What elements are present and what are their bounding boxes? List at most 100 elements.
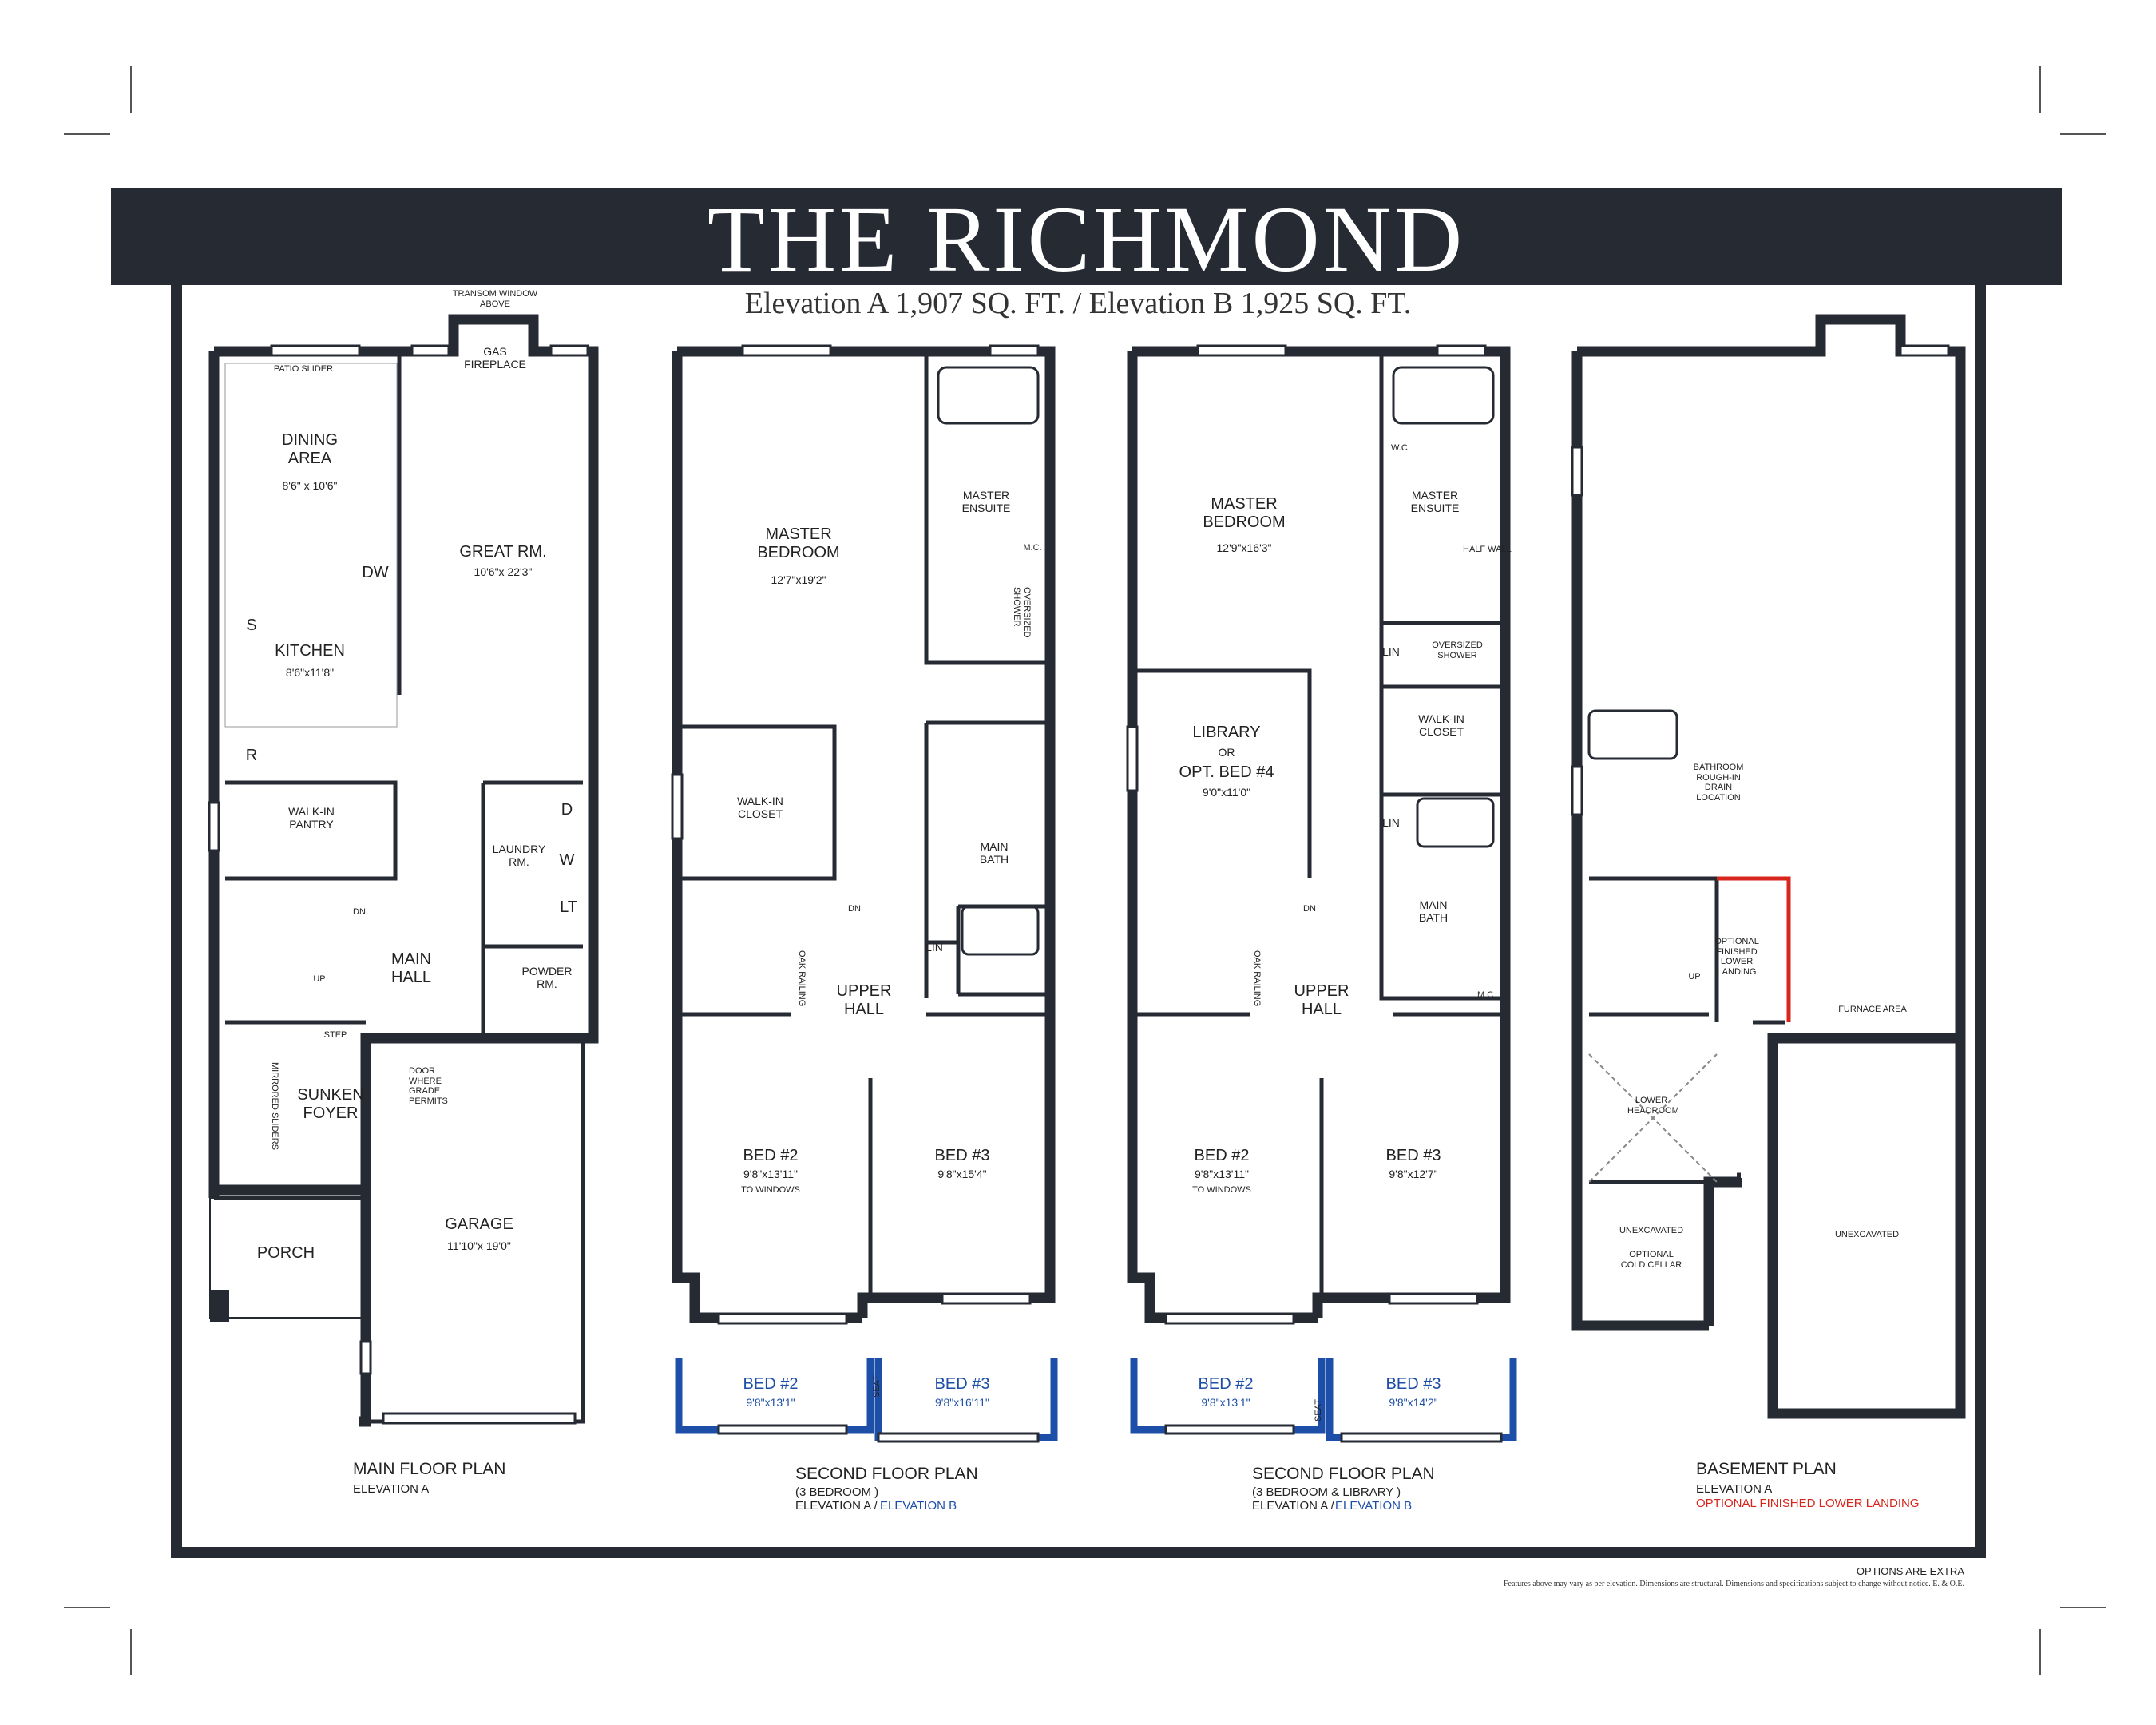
sf2-plan-subtitle: (3 BEDROOM & LIBRARY ) [1252, 1485, 1401, 1499]
sf2-library-label: LIBRARY [1192, 724, 1261, 741]
sf1-elevb-bed3-label: BED #3 [934, 1375, 990, 1393]
square-footage-subtitle: Elevation A 1,907 SQ. FT. / Elevation B … [744, 287, 1412, 320]
sf1-stair-down-label: DN [848, 904, 861, 914]
windows [208, 344, 1950, 1443]
basement-plan-title: BASEMENT PLAN [1696, 1460, 1837, 1478]
sf2-elevb-bed3-label: BED #3 [1385, 1375, 1441, 1393]
sf2-elevb-bed3-dimensions: 9'8"x14'2" [1389, 1396, 1438, 1409]
main-stair-up-label: UP [313, 974, 326, 984]
great-room-label: GREAT RM. [459, 543, 547, 561]
kitchen-dimensions: 8'6"x11'8" [285, 666, 335, 679]
sf2-opt-bed4-label: OPT. BED #4 [1179, 763, 1274, 781]
bathtubs [937, 366, 1678, 956]
sf2-library-or-label: OR [1218, 746, 1235, 759]
kitchen-label: KITCHEN [275, 642, 345, 660]
sf1-plan-elevation-a: ELEVATION A / [795, 1499, 878, 1513]
crop-mark [64, 133, 110, 135]
sf1-walk-in-closet-label: WALK-IN CLOSET [737, 795, 783, 821]
optional-landing-label: OPTIONAL FINISHED LOWER LANDING [1714, 937, 1759, 977]
basement-plan-subtitle: ELEVATION A [1696, 1482, 1773, 1496]
sf2-bed2-note: TO WINDOWS [1192, 1185, 1251, 1195]
sf1-plan-elevation-b: ELEVATION B [880, 1499, 957, 1513]
sf1-elevb-bed2-dimensions: 9'8"x13'1" [746, 1396, 795, 1409]
sf2-bed2-dimensions: 9'8"x13'11" [1195, 1168, 1249, 1180]
garage-label: GARAGE [445, 1215, 513, 1233]
crop-mark [2060, 1607, 2106, 1608]
second-floor-b-inner-walls [1132, 351, 1505, 1298]
sf1-master-bedroom-dimensions: 12'7"x19'2" [771, 573, 826, 586]
sheet-frame [171, 285, 1986, 1558]
sf1-mc-label: M.C. [1023, 543, 1042, 553]
sf2-oak-railing-label: OAK RAILING [1252, 950, 1262, 1007]
sf1-plan-title: SECOND FLOOR PLAN [795, 1465, 978, 1483]
sf1-bed3-dimensions: 9'8"x15'4" [937, 1168, 987, 1180]
patio-slider-label: PATIO SLIDER [273, 364, 334, 374]
porch-outline [209, 1197, 371, 1319]
main-floor-plan-title: MAIN FLOOR PLAN [353, 1460, 506, 1478]
porch-label: PORCH [256, 1244, 315, 1262]
sf2-main-bath-label: MAIN BATH [1418, 898, 1449, 925]
basement-walls [1571, 314, 1966, 1419]
sf1-ensuite-label: MASTER ENSUITE [961, 489, 1011, 515]
crop-mark [130, 66, 132, 113]
sf2-half-wall-label: HALF WALL [1463, 545, 1512, 554]
dining-area-label: DINING AREA [282, 431, 338, 467]
door-grade-note: DOOR WHERE GRADE PERMITS [409, 1066, 448, 1106]
sf1-elevb-bed2-label: BED #2 [743, 1375, 799, 1393]
dining-kitchen-tiles [224, 363, 398, 728]
transom-label: TRANSOM WINDOW ABOVE [452, 289, 538, 309]
basement-plan-option: OPTIONAL FINISHED LOWER LANDING [1696, 1497, 1920, 1510]
options-note: OPTIONS ARE EXTRA [1856, 1565, 1964, 1577]
optional-landing-outline [1717, 876, 1791, 1022]
fireplace-label: GAS FIREPLACE [464, 345, 526, 371]
disclaimer-note: Features above may vary as per elevation… [1503, 1580, 1964, 1588]
sf2-mc-label: M.C. [1477, 990, 1496, 1000]
sf2-ensuite-label: MASTER ENSUITE [1410, 489, 1460, 515]
stove-label: S [246, 617, 257, 634]
mirrored-sliders-label: MIRRORED SLIDERS [270, 1062, 279, 1151]
basement-inner-walls [1589, 876, 1785, 1184]
fridge-label: R [245, 747, 258, 764]
garage-dimensions: 11'10"x 19'0" [447, 1239, 511, 1252]
sf1-bed2-label: BED #2 [743, 1147, 799, 1164]
sf1-master-bedroom-label: MASTER BEDROOM [757, 525, 840, 561]
title-banner: THE RICHMOND [111, 188, 2062, 287]
bathroom-rough-in-label: BATHROOM ROUGH-IN DRAIN LOCATION [1693, 763, 1744, 803]
sf1-upper-hall-label: UPPER HALL [836, 982, 892, 1018]
sf2-plan-title: SECOND FLOOR PLAN [1252, 1465, 1435, 1483]
great-room-dimensions: 10'6"x 22'3" [474, 565, 533, 578]
sf2-bed3-dimensions: 9'8"x12'7" [1389, 1168, 1438, 1180]
furnace-area-label: FURNACE AREA [1838, 1005, 1907, 1014]
sf1-oak-railing-label: OAK RAILING [797, 950, 807, 1007]
laundry-tub-label: LT [560, 898, 577, 916]
sf2-library-dimensions: 9'0"x11'0" [1202, 786, 1251, 799]
sf2-linen-2-label: LIN [1382, 816, 1400, 829]
sf1-seat-label: SEAT [872, 1375, 882, 1398]
sf1-linen-label: LIN [925, 941, 943, 954]
unexcavated-left-label: UNEXCAVATED [1619, 1226, 1684, 1235]
crop-mark [130, 1629, 132, 1675]
sf1-bed3-label: BED #3 [934, 1147, 990, 1164]
sf2-stair-down-label: DN [1303, 904, 1316, 914]
basement-stair-up-label: UP [1688, 972, 1701, 981]
sf2-elevb-bed2-dimensions: 9'8"x13'1" [1201, 1396, 1250, 1409]
walk-in-pantry-label: WALK-IN PANTRY [288, 805, 335, 831]
sf1-shower-label: OVERSIZED SHOWER [1012, 587, 1032, 638]
sf2-walk-in-closet-label: WALK-IN CLOSET [1418, 712, 1464, 739]
dishwasher-label: DW [362, 564, 389, 581]
crop-mark [2060, 133, 2106, 135]
crop-mark [2039, 1629, 2041, 1675]
cold-cellar-label: OPTIONAL COLD CELLAR [1620, 1250, 1682, 1270]
sf2-elevb-bed2-label: BED #2 [1198, 1375, 1254, 1393]
sf2-wc-label: W.C. [1391, 443, 1410, 453]
sf1-main-bath-label: MAIN BATH [979, 840, 1009, 866]
laundry-room-label: LAUNDRY RM. [492, 843, 546, 869]
crop-mark [64, 1607, 110, 1608]
sf2-plan-elevation-b: ELEVATION B [1335, 1499, 1413, 1513]
sf2-master-bedroom-dimensions: 12'9"x16'3" [1216, 541, 1272, 554]
unexcavated-right-label: UNEXCAVATED [1834, 1230, 1900, 1239]
sf2-bed2-label: BED #2 [1194, 1147, 1250, 1164]
sf2-shower-label: OVERSIZED SHOWER [1432, 640, 1483, 660]
porch-column [210, 1290, 229, 1322]
